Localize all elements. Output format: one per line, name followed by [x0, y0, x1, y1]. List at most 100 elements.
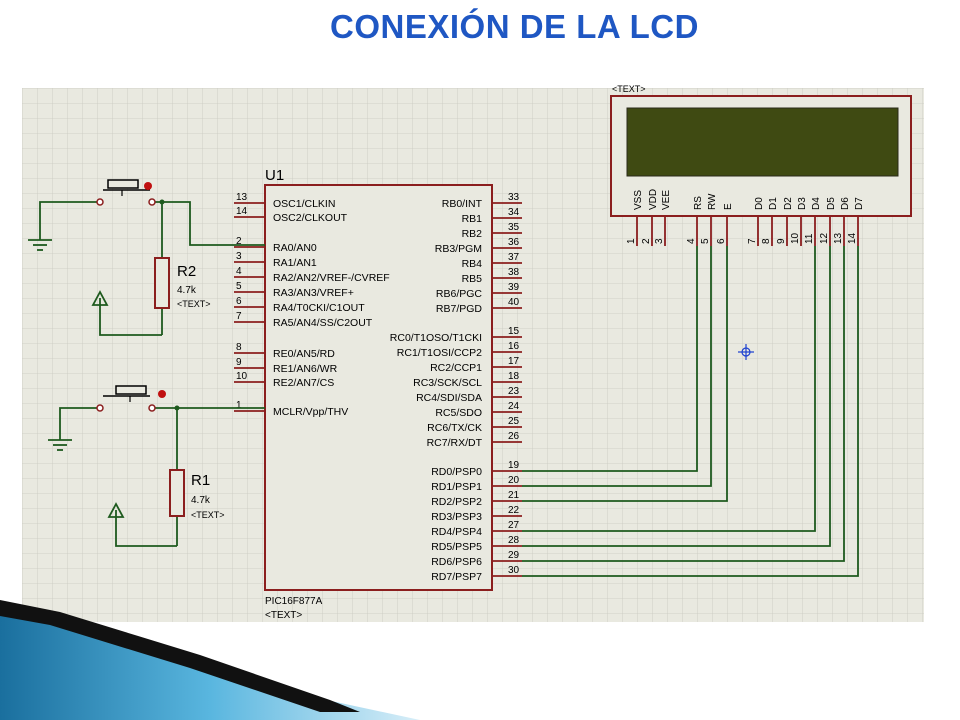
crosshair-cursor-icon — [738, 344, 754, 360]
mcu-pin-number: 16 — [508, 341, 520, 352]
mcu-right-pins: 33RB0/INT34RB135RB236RB3/PGM37RB438RB539… — [390, 192, 522, 583]
push-button-bottom[interactable] — [96, 385, 180, 412]
lcd-pin-label: D2 — [783, 197, 794, 210]
lcd-screen — [626, 107, 899, 177]
mcu-pin-label: RA0/AN0 — [273, 242, 317, 254]
mcu-pin-label: RE1/AN6/WR — [273, 363, 338, 375]
mcu-pin-number: 19 — [508, 460, 520, 471]
mcu-pin-label: RD7/PSP7 — [431, 571, 482, 583]
mcu-pin-number: 13 — [236, 192, 248, 203]
resistor-r2[interactable]: R2 4.7k <TEXT> — [154, 257, 211, 309]
wire — [522, 246, 712, 487]
lcd-pin-number: 8 — [761, 238, 772, 244]
lcd-pin-number: 5 — [700, 238, 711, 244]
lcd-pin-number: 12 — [819, 232, 830, 244]
wire — [522, 246, 698, 472]
lcd-pin-label: D4 — [811, 197, 822, 210]
lcd-pin-8: D18 — [761, 197, 779, 246]
wire — [522, 246, 845, 562]
mcu-reference: U1 — [265, 167, 284, 184]
mcu-pin-number: 8 — [236, 342, 242, 353]
r1-reference: R1 — [191, 472, 210, 489]
mcu-pin-label: RA4/T0CKI/C1OUT — [273, 302, 365, 314]
mcu-pin-label: RC5/SDO — [435, 407, 482, 419]
mcu-pin-label: RD5/PSP5 — [431, 541, 482, 553]
mcu-pin-number: 23 — [508, 386, 520, 397]
lcd-pin-5: RW5 — [700, 193, 718, 246]
mcu-pin-number: 2 — [236, 236, 242, 247]
lcd-pin-label: RS — [693, 196, 704, 210]
mcu-pin-label: RC0/T1OSO/T1CKI — [390, 332, 482, 344]
push-button-top[interactable] — [96, 179, 165, 206]
mcu-pin-number: 33 — [508, 192, 520, 203]
mcu-pin-label: OSC1/CLKIN — [273, 198, 335, 210]
lcd-pin-label: VDD — [648, 189, 659, 210]
button-circuit-r2 — [28, 201, 265, 336]
mcu-pin-label: RC7/RX/DT — [427, 437, 483, 449]
lcd-pin-number: 6 — [716, 238, 727, 244]
lcd-pin-number: 3 — [654, 238, 665, 244]
lcd-pin-label: D0 — [754, 197, 765, 210]
r2-value: 4.7k — [177, 285, 197, 296]
mcu-pin-label: RD3/PSP3 — [431, 511, 482, 523]
lcd-pin-number: 13 — [833, 232, 844, 244]
mcu-pin-label: RB5 — [462, 273, 483, 285]
lcd-pin-7: D07 — [747, 197, 765, 246]
mcu-pin-label: RA5/AN4/SS/C2OUT — [273, 317, 373, 329]
mcu-pin-number: 26 — [508, 431, 520, 442]
mcu-pin-label: RC6/TX/CK — [427, 422, 482, 434]
mcu-text-placeholder: <TEXT> — [265, 610, 302, 621]
mcu-pin-number: 4 — [236, 266, 242, 277]
lcd-pin-number: 14 — [847, 232, 858, 244]
lcd-pin-label: D5 — [826, 197, 837, 210]
r2-text-placeholder: <TEXT> — [177, 299, 211, 309]
mcu-pin-number: 15 — [508, 326, 520, 337]
mcu-pin-label: RB4 — [462, 258, 483, 270]
mcu-pin-number: 40 — [508, 297, 520, 308]
lcd-pin-number: 1 — [626, 238, 637, 244]
resistor-r1[interactable]: R1 4.7k <TEXT> — [169, 469, 225, 520]
mcu-body — [264, 184, 493, 591]
power-terminal-bottom — [107, 502, 125, 518]
lcd-display[interactable]: <TEXT> VSS1VDD2VEE3RS4RW5E6D07D18D29D310… — [610, 84, 912, 246]
mcu-pin-number: 3 — [236, 251, 242, 262]
mcu-pin-label: RB0/INT — [442, 198, 483, 210]
mcu-pin-number: 29 — [508, 550, 520, 561]
mcu-pin-label: RC2/CCP1 — [430, 362, 482, 374]
wire — [522, 246, 831, 547]
lcd-pin-label: VSS — [633, 190, 644, 210]
decorative-swoosh — [0, 600, 420, 720]
lcd-pin-label: E — [723, 203, 734, 210]
wire — [522, 246, 728, 502]
mcu-pin-label: RB1 — [462, 213, 483, 225]
mcu-pin-number: 20 — [508, 475, 520, 486]
mcu-pin-number: 37 — [508, 252, 520, 263]
mcu-pin-number: 39 — [508, 282, 520, 293]
